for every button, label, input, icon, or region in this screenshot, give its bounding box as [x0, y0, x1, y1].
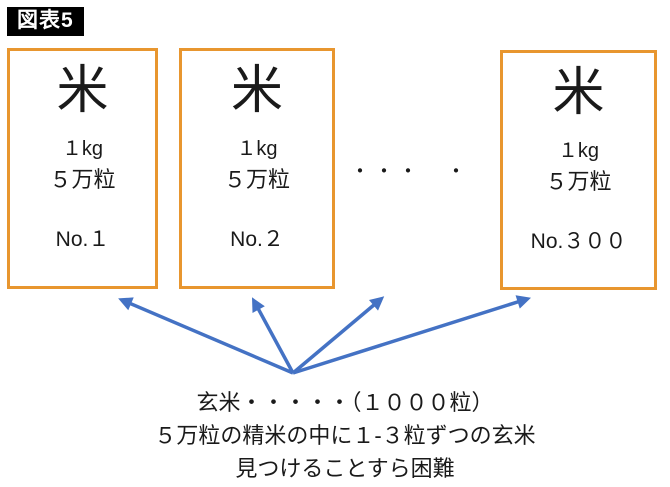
rice-box-1: 米 １kg ５万粒 No.１: [7, 48, 158, 289]
rice-weight: １kg: [557, 140, 600, 162]
caption-line-1: 玄米・・・・・（１０００粒）: [196, 390, 494, 415]
rice-box-300: 米 １kg ５万粒 No.３００: [500, 50, 657, 290]
rice-kanji: 米: [56, 62, 109, 120]
rice-grain-count: ５万粒: [545, 169, 612, 194]
figure-label: 図表5: [7, 7, 84, 37]
rice-weight: １kg: [236, 138, 278, 160]
rice-grain-count: ５万粒: [223, 167, 290, 192]
caption-line-3: 見つけることすら困難: [235, 456, 455, 481]
rice-box-2: 米 １kg ５万粒 No.２: [179, 48, 335, 289]
caption-block: 玄米・・・・・（１０００粒） ５万粒の精米の中に１-３粒ずつの玄米 見つけること…: [20, 386, 670, 485]
rice-weight: １kg: [61, 138, 104, 160]
rice-box-number: No.２: [230, 228, 284, 251]
arrow-3: [291, 296, 385, 375]
ellipsis-dots: ・・・ ・: [350, 161, 470, 183]
arrow-2: [251, 297, 295, 374]
rice-box-number: No.３００: [530, 230, 627, 253]
rice-grain-count: ５万粒: [49, 167, 116, 192]
arrow-4: [292, 295, 532, 375]
rice-kanji: 米: [552, 64, 605, 122]
arrow-1: [118, 297, 294, 375]
rice-box-number: No.１: [55, 228, 110, 251]
rice-kanji: 米: [230, 62, 283, 120]
caption-line-2: ５万粒の精米の中に１-３粒ずつの玄米: [154, 423, 536, 448]
